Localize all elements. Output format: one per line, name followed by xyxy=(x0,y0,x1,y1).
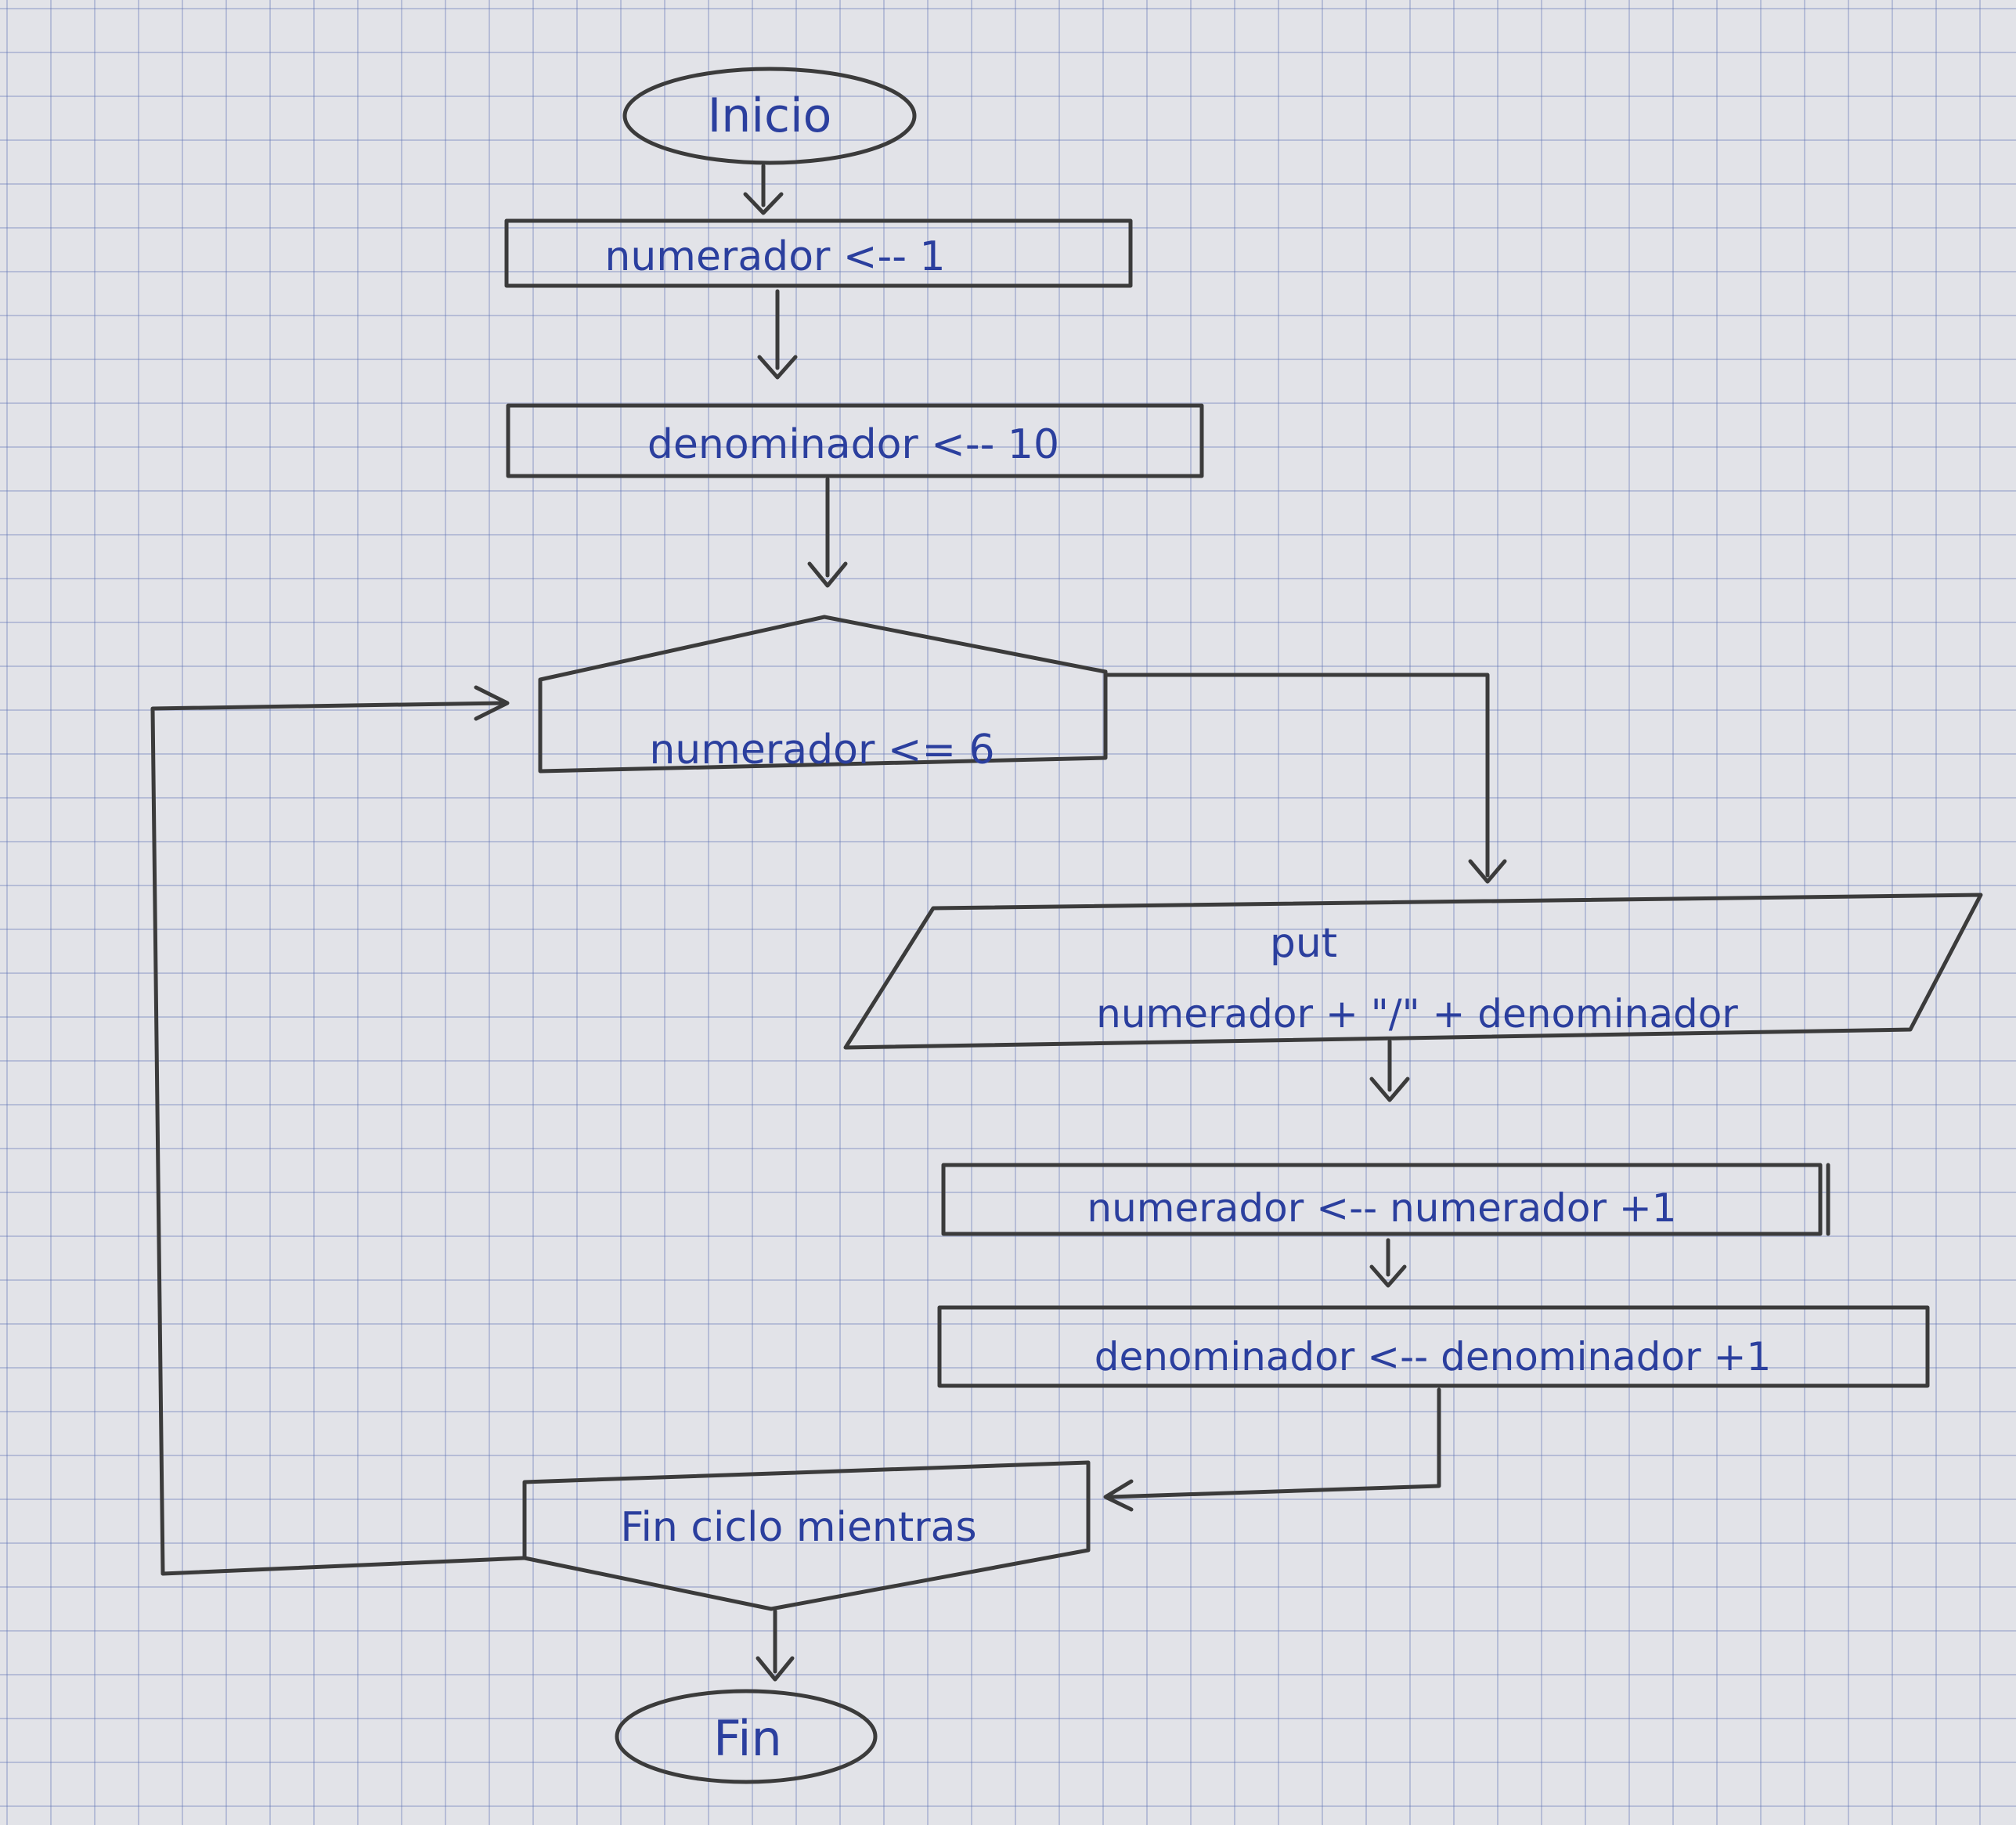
output-put: put numerador + "/" + denominador xyxy=(843,893,1983,1050)
arrow-head-icon xyxy=(474,685,510,721)
output-expression: numerador + "/" + denominador xyxy=(1096,991,1738,1037)
arrow-head-icon xyxy=(807,561,848,588)
arrow-head-icon xyxy=(1369,1077,1410,1102)
arrow-head-icon xyxy=(757,355,798,380)
arrow-head-icon xyxy=(743,192,784,215)
loop-back-connector xyxy=(150,701,527,1576)
arrow-head-icon xyxy=(1468,859,1507,884)
assign-denominador-label: denominador <-- 10 xyxy=(647,421,1059,468)
loop-end: Fin ciclo mientras xyxy=(522,1460,1091,1611)
output-keyword: put xyxy=(1270,920,1337,967)
process-assign-denominador: denominador <-- 10 xyxy=(506,403,1204,478)
process-increment-denominador: denominador <-- denominador +1 xyxy=(937,1305,1930,1388)
process-assign-numerador: numerador <-- 1 xyxy=(504,218,1133,288)
loop-true-connector xyxy=(1103,673,1490,878)
process-increment-numerador: numerador <-- numerador +1 xyxy=(941,1163,1830,1236)
end-terminal: Fin xyxy=(615,1689,878,1784)
start-label: Inicio xyxy=(708,88,832,143)
arrow-head-icon xyxy=(756,1656,795,1682)
increment-numerador-label: numerador <-- numerador +1 xyxy=(1087,1185,1676,1231)
arrow-head-icon xyxy=(1369,1264,1407,1288)
loop-end-label: Fin ciclo mientras xyxy=(620,1504,976,1551)
increment-denominador-label: denominador <-- denominador +1 xyxy=(1095,1334,1772,1380)
end-label: Fin xyxy=(713,1710,782,1767)
loop-condition: numerador <= 6 xyxy=(538,615,1108,774)
loop-condition-label: numerador <= 6 xyxy=(649,727,994,774)
arrow-head-icon xyxy=(1103,1479,1134,1512)
start-terminal: Inicio xyxy=(622,67,917,165)
return-connector xyxy=(1108,1387,1441,1499)
assign-numerador-label: numerador <-- 1 xyxy=(604,233,945,280)
